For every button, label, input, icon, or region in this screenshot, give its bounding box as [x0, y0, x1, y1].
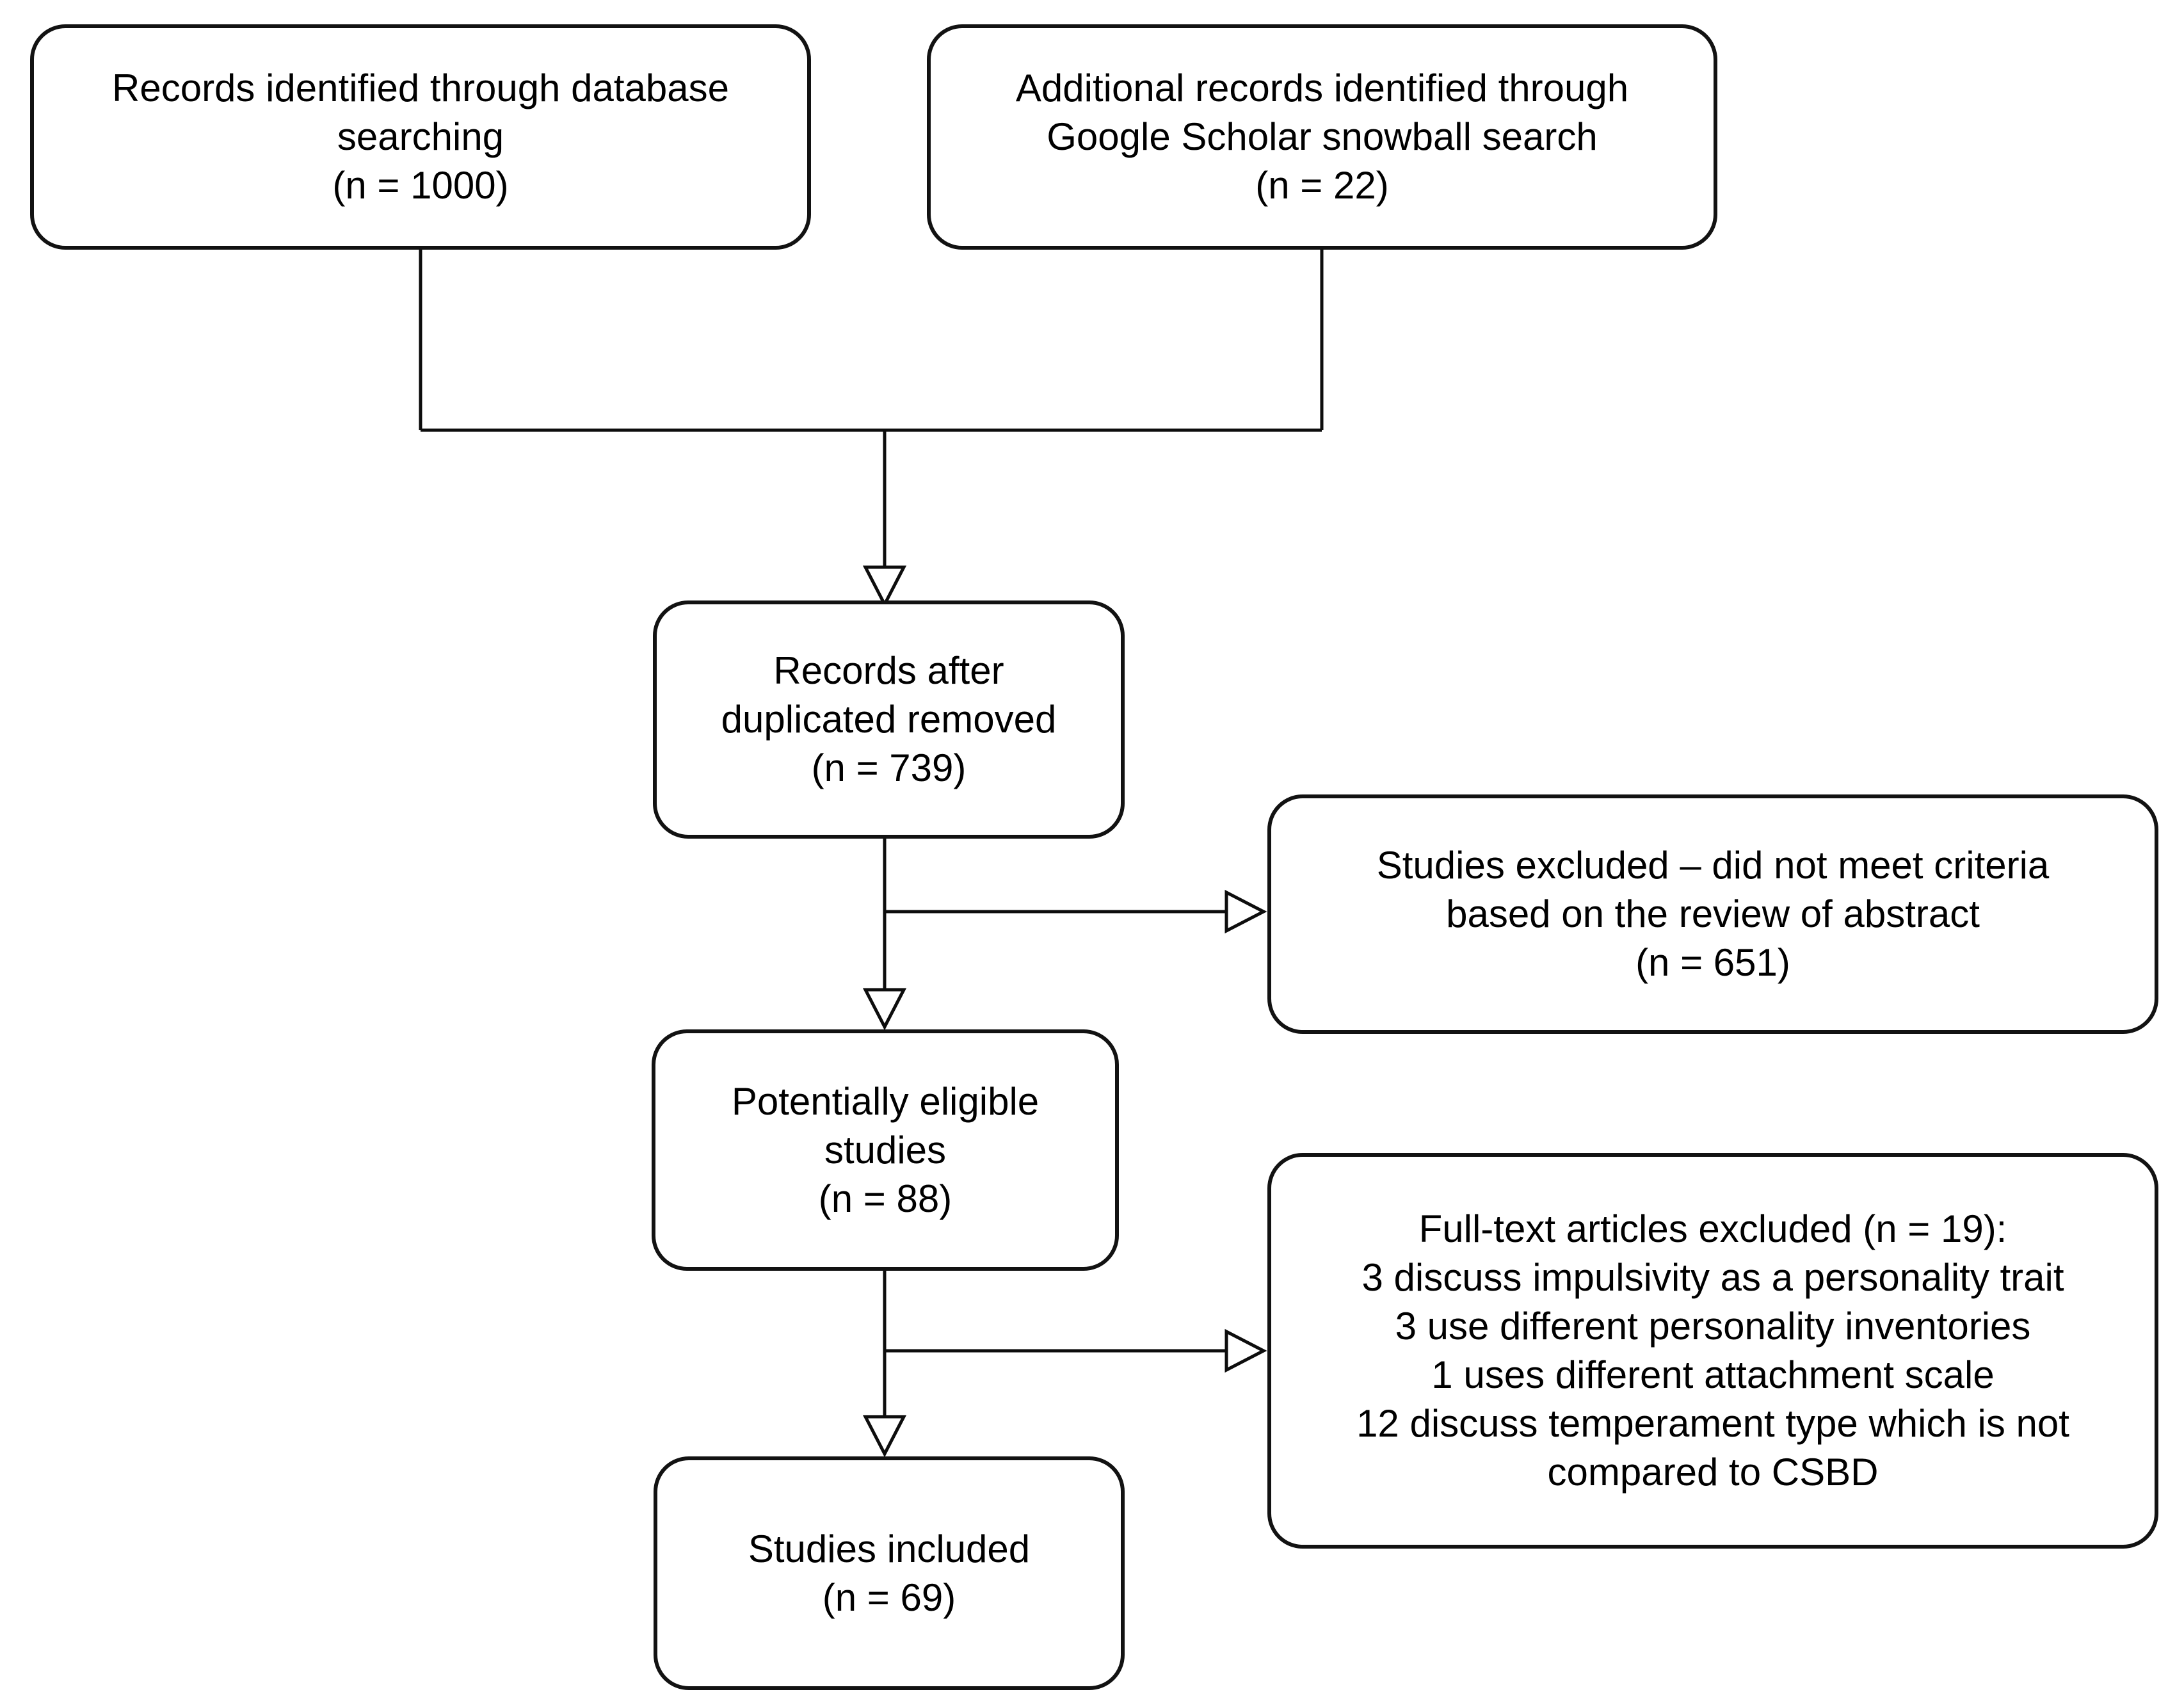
box-text-line: (n = 739)	[811, 746, 967, 789]
box-potentially-eligible-studies: Potentially eligible studies (n = 88)	[652, 1029, 1119, 1271]
box-text-line: Google Scholar snowball search	[1047, 115, 1598, 158]
box-text-line: (n = 1000)	[332, 164, 509, 207]
arrowhead-into-excluded-fulltext-icon	[1224, 1328, 1267, 1373]
box-text-line: compared to CSBD	[1547, 1451, 1879, 1494]
box-text-line: Records after	[773, 649, 1004, 692]
box-text-line: studies	[824, 1128, 947, 1172]
box-text-line: (n = 651)	[1635, 941, 1790, 984]
box-text-line: (n = 88)	[818, 1177, 952, 1220]
box-text-line: based on the review of abstract	[1446, 892, 1980, 935]
box-text-line: Potentially eligible	[731, 1079, 1040, 1123]
box-text-line: Full-text articles excluded (n = 19):	[1418, 1207, 2007, 1250]
arrowhead-into-excluded-abstract-icon	[1224, 889, 1267, 934]
box-records-database: Records identified through database sear…	[30, 24, 811, 250]
box-text-line: 3 use different personality inventories	[1395, 1305, 2031, 1348]
box-text-line: Records identified through database	[112, 67, 729, 109]
arrowhead-into-eligible-icon	[862, 988, 907, 1031]
box-text-line: duplicated removed	[721, 698, 1057, 741]
box-studies-excluded-abstract: Studies excluded – did not meet criteria…	[1267, 794, 2158, 1034]
box-text-line: (n = 69)	[822, 1575, 956, 1619]
box-text-line: (n = 22)	[1255, 164, 1389, 207]
box-studies-included: Studies included (n = 69)	[654, 1456, 1125, 1690]
box-text-line: 1 uses different attachment scale	[1431, 1353, 1995, 1396]
box-records-after-duplicates-removed: Records after duplicated removed (n = 73…	[653, 600, 1125, 839]
box-records-google-scholar: Additional records identified through Go…	[927, 24, 1717, 250]
box-text-line: Studies excluded – did not meet criteria	[1376, 844, 2050, 887]
box-text-line: Additional records identified through	[1015, 67, 1629, 109]
arrowhead-into-dedup-icon	[862, 565, 907, 608]
box-text-line: searching	[337, 115, 504, 158]
arrowhead-into-included-icon	[862, 1415, 907, 1458]
box-text-line: Studies included	[748, 1527, 1031, 1570]
box-fulltext-articles-excluded: Full-text articles excluded (n = 19): 3 …	[1267, 1153, 2158, 1549]
box-text-line: 3 discuss impulsivity as a personality t…	[1361, 1256, 2064, 1299]
box-text-line: 12 discuss temperament type which is not	[1356, 1402, 2069, 1445]
